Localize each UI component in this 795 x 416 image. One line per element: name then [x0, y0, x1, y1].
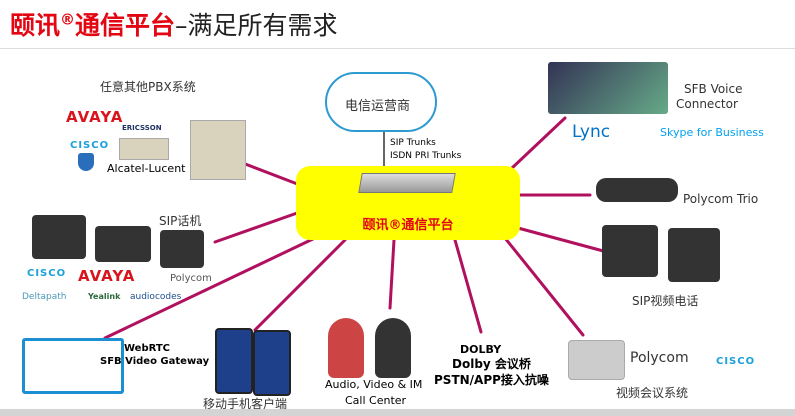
cisco-logo: CISCO [70, 140, 110, 151]
pstn-app-label: PSTN/APP接入抗噪 [434, 373, 549, 387]
agent-icon [328, 318, 364, 378]
line-webrtc [103, 236, 317, 340]
sip-video-phone-label: SIP视频电话 [632, 294, 699, 308]
ericsson-logo: ERICSSON [122, 124, 162, 132]
call-center-label-2: Call Center [345, 394, 407, 407]
audiocodes-logo: audiocodes [130, 292, 182, 302]
deltapath-logo: Deltapath [22, 292, 67, 302]
sip-phone-label: SIP话机 [159, 214, 202, 228]
server-icon [358, 173, 456, 193]
phone-icon [32, 215, 86, 259]
mobile-phone-icon [215, 328, 253, 394]
video-conference-label: 视频会议系统 [616, 386, 689, 400]
divider [0, 48, 795, 49]
avaya-logo: AVAYA [66, 108, 124, 126]
webrtc-label: WebRTC [124, 343, 171, 354]
video-phone-icon [602, 225, 658, 277]
lync-logo: Lync [572, 122, 611, 142]
yealink-logo: Yealink [88, 292, 121, 301]
sfb-gateway-label: SFB Video Gateway [100, 356, 210, 367]
monitor-icon [22, 338, 124, 394]
line-call-center [388, 238, 396, 310]
line-mobile [253, 238, 347, 332]
dolby-logo: DOLBY [460, 343, 502, 356]
sfb-voice-label: SFB Voice [684, 82, 743, 96]
line-dolby [453, 238, 483, 334]
pbx-label: 任意其他PBX系统 [100, 80, 196, 94]
cloud-icon [325, 72, 437, 132]
mobile-phone-icon [253, 330, 291, 396]
page-title: 颐讯®通信平台–满足所有需求 [10, 10, 338, 40]
polycom-trio-label: Polycom Trio [683, 192, 759, 206]
line-sip-video [516, 226, 609, 254]
pbx-cabinet-icon [190, 120, 246, 180]
cisco-logo: CISCO [27, 268, 67, 279]
mobile-client-label: 移动手机客户端 [203, 397, 288, 411]
polycom-logo: Polycom [630, 350, 689, 366]
line-pbx [238, 160, 302, 187]
polycom-trio-icon [596, 178, 678, 202]
phone-icon [160, 230, 204, 268]
cisco-logo: CISCO [716, 356, 756, 367]
sfb-screens-icon [548, 62, 668, 114]
line-sfb [510, 116, 567, 170]
video-phone-icon [668, 228, 720, 282]
bottom-bar [0, 409, 795, 416]
polycom-logo: Polycom [170, 273, 212, 284]
line-video-conf [503, 236, 585, 337]
philips-logo [78, 153, 94, 171]
agent-icon [375, 318, 411, 378]
dolby-bridge-label: Dolby 会议桥 [452, 357, 531, 371]
carrier-label: 电信运营商 [345, 99, 411, 114]
sip-trunks-label: SIP Trunks [390, 138, 436, 148]
phone-icon [95, 226, 151, 262]
central-platform-label: 颐讯®通信平台 [362, 218, 454, 233]
pbx-device-icon [119, 138, 169, 160]
isdn-label: ISDN PRI Trunks [390, 151, 462, 161]
avaya-logo: AVAYA [78, 267, 136, 285]
call-center-label: Audio, Video & IM [325, 378, 423, 391]
line-sip-phone [213, 210, 302, 244]
connector-label: Connector [676, 97, 738, 111]
video-conference-camera-icon [568, 340, 625, 380]
skype-for-business-logo: Skype for Business [660, 126, 764, 139]
alcatel-lucent-label: Alcatel-Lucent [107, 162, 186, 175]
